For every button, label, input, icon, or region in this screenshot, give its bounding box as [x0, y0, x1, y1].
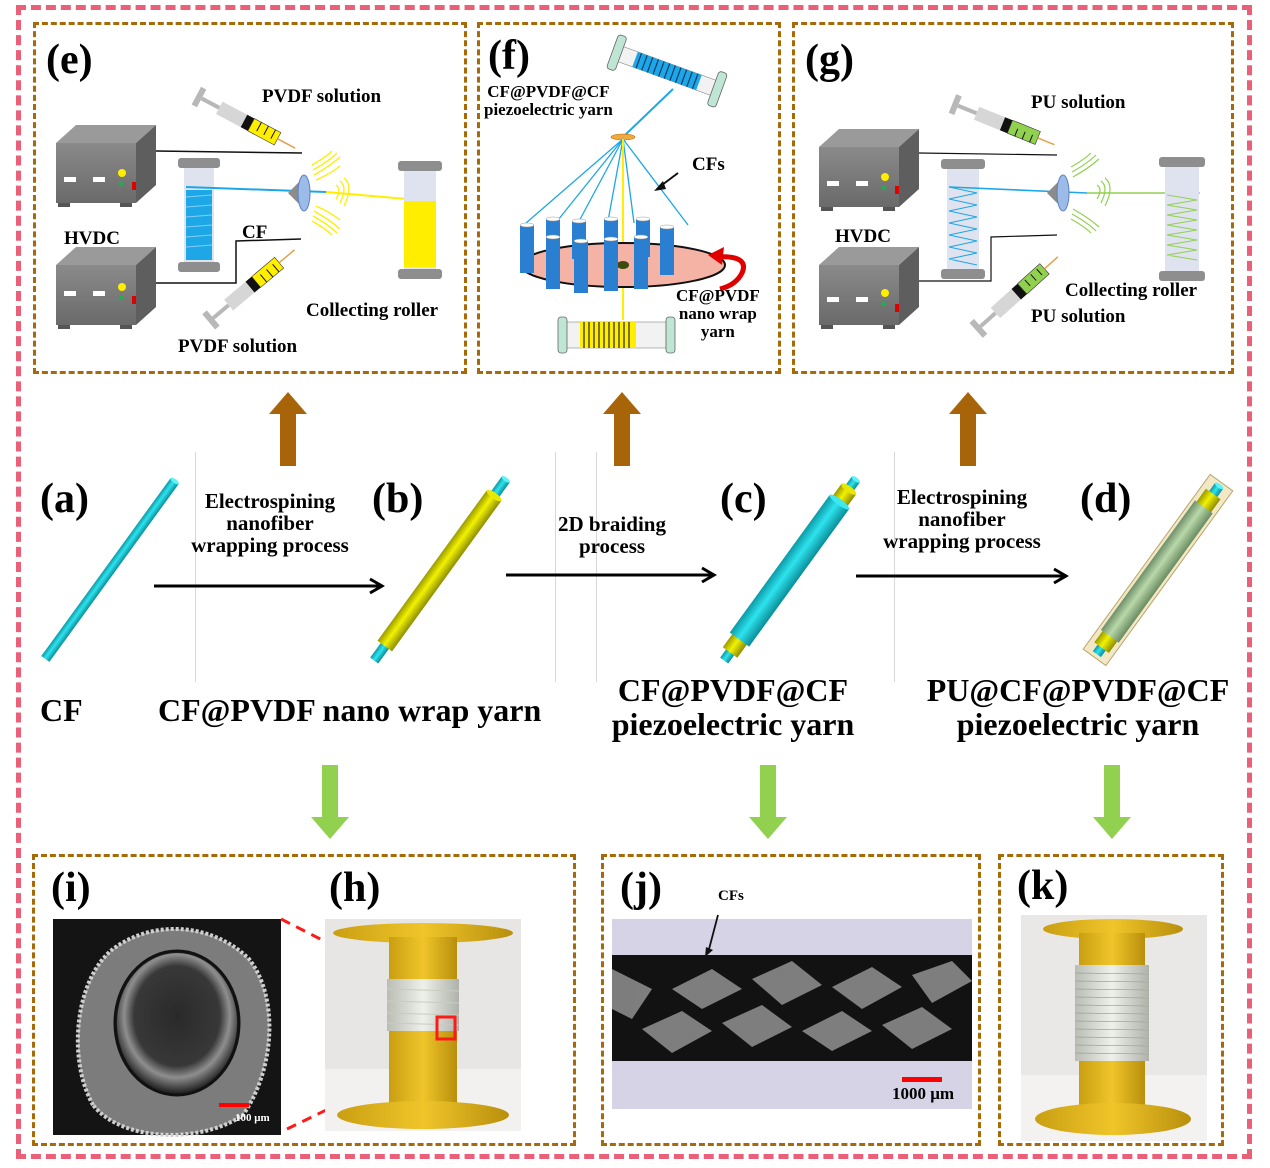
sem-scale-label: 100 μm	[235, 1112, 270, 1124]
panel-k: (k)	[998, 854, 1224, 1146]
collecting-roller-icon	[398, 161, 442, 279]
spool-photo-cf-pvdf	[325, 919, 521, 1131]
hvdc-label: HVDC	[64, 228, 120, 249]
stage-d-label: (d)	[1080, 476, 1132, 522]
panel-ih: (i) (h) 100 μm	[32, 854, 576, 1146]
stage-c-name: CF@PVDF@CF piezoelectric yarn	[590, 672, 876, 742]
output-yarn-label: CF@PVDF@CF piezoelectric yarn	[484, 83, 613, 119]
braiding-machine	[519, 34, 746, 354]
process-2-line2: process	[578, 534, 646, 559]
hvdc-power-supply-icon	[56, 247, 156, 329]
process-2-line1: 2D braiding	[558, 512, 666, 536]
syringe-icon	[191, 86, 296, 149]
hvdc-power-supply-icon	[819, 247, 919, 329]
syringe-icon	[969, 256, 1059, 338]
hvdc-power-supply-icon	[56, 125, 156, 207]
panel-j-label: (j)	[620, 865, 662, 911]
stage-a-label: (a)	[40, 476, 89, 522]
process-1-line2: nanofiber	[226, 511, 314, 536]
up-arrow-icon	[603, 392, 641, 466]
cf-label: CF	[242, 222, 268, 243]
divider	[555, 452, 556, 682]
micrograph-scale-label: 1000 μm	[892, 1084, 955, 1103]
figure-outer-border	[16, 5, 1252, 1159]
process-arrow-icon	[154, 577, 385, 595]
process-3-line2: nanofiber	[918, 507, 1006, 532]
down-arrow-icon	[311, 765, 349, 839]
divider	[195, 452, 196, 682]
cfs-label: CFs	[692, 154, 725, 175]
pu-solution-top-label: PU solution	[1031, 92, 1126, 113]
stage-b-name: CF@PVDF nano wrap yarn	[158, 692, 542, 728]
cf-pvdf-yarn-model	[370, 476, 511, 664]
output-yarn-label-line1: CF@PVDF@CF	[487, 82, 610, 101]
stage-d-name-line2: piezoelectric yarn	[956, 705, 1200, 742]
process-arrow-icon	[856, 567, 1069, 585]
sem-cross-section-image	[53, 919, 281, 1137]
process-1-line3: wrapping process	[191, 533, 349, 558]
output-bobbin-icon	[606, 34, 728, 108]
spool-photo-pu-coated	[1021, 915, 1207, 1141]
cf-fiber-model	[41, 477, 179, 662]
electrospinning-pu-setup	[819, 94, 1205, 338]
up-arrow-icon	[269, 392, 307, 466]
cf-supply-bobbin-icon	[941, 159, 985, 279]
input-yarn-label-line3: yarn	[700, 321, 735, 341]
cf-pvdf-cf-yarn-model	[720, 476, 861, 664]
stage-c-label: (c)	[720, 476, 767, 522]
collecting-roller-label: Collecting roller	[1065, 280, 1198, 301]
process-3-line3: wrapping process	[883, 529, 1041, 554]
hvdc-label: HVDC	[835, 226, 891, 247]
process-2-label: 2D braiding process	[512, 513, 712, 557]
stage-d-name: PU@CF@PVDF@CF piezoelectric yarn	[910, 672, 1246, 742]
syringe-icon	[948, 94, 1055, 146]
input-bobbin-icon	[557, 316, 676, 354]
stage-c-name-line2: piezoelectric yarn	[611, 705, 855, 742]
process-3-line1: Electrospining	[896, 485, 1028, 509]
divider	[596, 452, 597, 682]
panel-g-label: (g)	[805, 37, 854, 83]
braided-yarn-micrograph	[612, 914, 972, 1109]
down-arrow-icon	[1093, 765, 1131, 839]
input-yarn-label-line2: nano wrap	[678, 303, 757, 323]
carrier-bobbins	[519, 216, 675, 293]
process-arrow-icon	[506, 566, 717, 584]
panel-e-label: (e)	[46, 37, 93, 83]
panel-i-label: (i)	[51, 865, 91, 911]
cfs-annotation-label: CFs	[718, 888, 744, 904]
up-arrow-icon	[949, 392, 987, 466]
panel-f-label: (f)	[488, 33, 530, 79]
pu-solution-bottom-label: PU solution	[1031, 306, 1126, 327]
stage-a-name: CF	[40, 692, 83, 728]
process-3-label: Electrospining nanofiber wrapping proces…	[852, 486, 1072, 552]
panel-g: (g)	[792, 22, 1234, 374]
panel-e: (e)	[33, 22, 467, 374]
rotation-arrow-icon	[715, 254, 746, 292]
down-arrow-icon	[749, 765, 787, 839]
electrospinning-pvdf-setup	[56, 86, 442, 330]
pvdf-solution-top-label: PVDF solution	[262, 86, 382, 107]
panel-f: (f)	[477, 22, 781, 374]
stage-b-label: (b)	[372, 476, 424, 522]
hvdc-power-supply-icon	[819, 129, 919, 211]
output-yarn-label-line2: piezoelectric yarn	[484, 99, 613, 119]
input-yarn-label-line1: CF@PVDF	[676, 286, 760, 305]
collecting-roller-label: Collecting roller	[306, 300, 439, 321]
stage-d-name-line1: PU@CF@PVDF@CF	[926, 672, 1230, 708]
pvdf-solution-bottom-label: PVDF solution	[178, 336, 298, 357]
panel-h-label: (h)	[329, 865, 381, 911]
panel-j: (j) CFs 1000 μm	[601, 854, 981, 1146]
pu-cf-pvdf-cf-yarn-model	[1082, 473, 1234, 667]
stage-c-name-line1: CF@PVDF@CF	[617, 672, 849, 708]
process-1-line1: Electrospining	[204, 489, 336, 513]
divider	[894, 452, 895, 682]
collecting-roller-icon	[1159, 157, 1205, 281]
process-1-label: Electrospining nanofiber wrapping proces…	[160, 490, 380, 556]
input-yarn-label: CF@PVDF nano wrap yarn	[676, 287, 760, 341]
cf-supply-bobbin-icon	[178, 158, 220, 272]
panel-k-label: (k)	[1017, 863, 1069, 909]
syringe-icon	[202, 249, 295, 330]
